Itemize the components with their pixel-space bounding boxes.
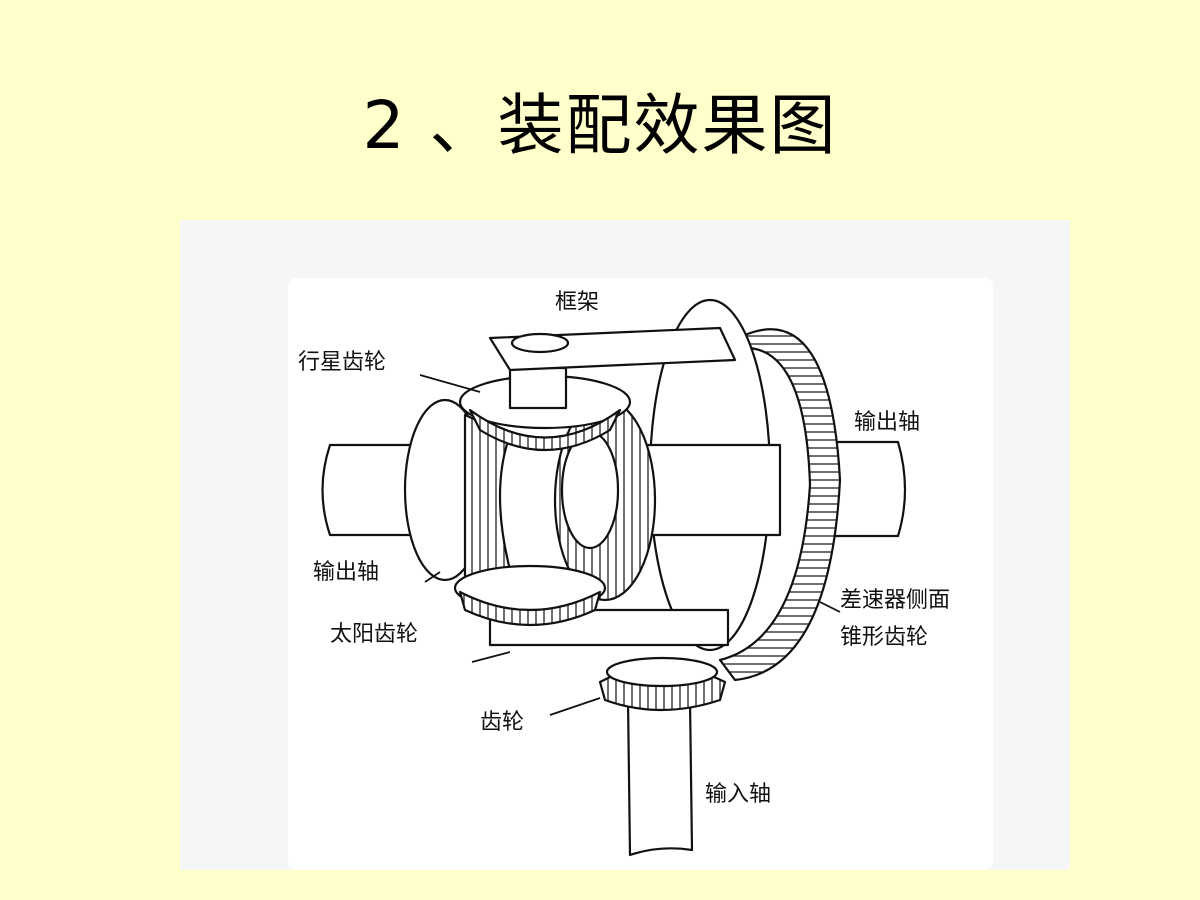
leader-output-left: [424, 571, 441, 583]
label-frame: 框架: [555, 290, 600, 315]
label-planet-gear: 行星齿轮: [298, 350, 387, 375]
label-input-shaft: 输入轴: [705, 782, 772, 807]
leader-sun-gear: [471, 651, 511, 663]
label-output-shaft-right: 输出轴: [854, 410, 921, 435]
label-sun-gear: 太阳齿轮: [330, 622, 419, 647]
planet-gear-top-teeth: [468, 408, 622, 451]
differential-assembly-figure: 框架 行星齿轮 输出轴 输出轴 太阳齿轮 差速器侧面 锥形齿轮 齿轮 输入轴: [180, 220, 1070, 870]
output-shaft-right: [818, 440, 907, 538]
planet-gear-bottom-teeth: [458, 590, 602, 627]
input-shaft: [626, 698, 694, 857]
label-side-bevel-gear-2: 锥形齿轮: [840, 625, 929, 650]
leader-planet-gear: [419, 374, 481, 393]
leader-side-gear: [819, 601, 841, 613]
differential-diagram: [288, 278, 993, 870]
input-pinion-top: [605, 656, 719, 688]
label-output-shaft-left: 输出轴: [313, 560, 380, 585]
leader-lines: [419, 374, 841, 716]
label-side-bevel-gear-1: 差速器侧面: [840, 588, 951, 613]
right-bevel-gear-hub: [560, 430, 620, 550]
frame-top-hole: [510, 332, 570, 354]
leader-gear: [549, 697, 601, 716]
frame-post: [508, 366, 568, 410]
side-bevel-gear: [718, 328, 842, 682]
slide-title: 2 、装配效果图: [362, 87, 838, 164]
label-gear: 齿轮: [480, 710, 525, 735]
